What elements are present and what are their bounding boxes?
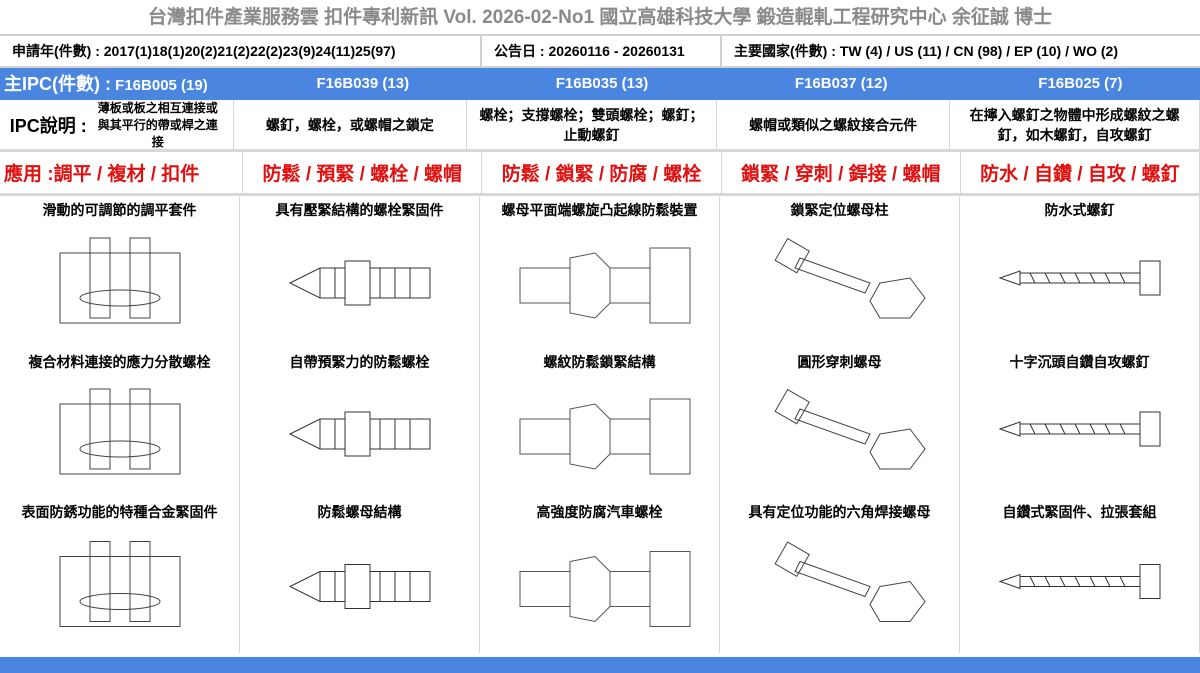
patent-caption: 防水式螺釘 [1044,202,1115,218]
ipc-col-0: 主IPC(件數) : F16B005 (19) [0,68,243,100]
patent-caption: 表面防銹功能的特種合金緊固件 [21,504,218,520]
patent-caption: 十字沉頭自鑽自攻螺釘 [1009,354,1150,370]
patent-cell: 具有壓緊結構的螺栓緊固件 [240,196,480,348]
ipc-desc-3: 螺帽或類似之螺紋接合元件 [717,100,951,149]
ipc-label: 主IPC(件數) : [4,74,111,94]
patent-drawing-icon [59,388,180,475]
patent-cell: 螺母平面端螺旋凸起線防鬆裝置 [480,196,720,348]
app-1: 防鬆 / 預緊 / 螺栓 / 螺帽 [243,152,483,193]
patent-drawing-icon [997,564,1160,599]
bottom-bar [0,657,1200,673]
patent-caption: 自鑽式緊固件、拉張套組 [1002,504,1157,520]
ipc-desc: 薄板或板之相互連接或與其平行的帶或桿之連接 [97,101,218,149]
ipc-desc-2: 螺栓；支撐螺栓；雙頭螺栓；螺釘；止動螺釘 [467,100,717,149]
patent-drawing-icon [519,398,690,475]
patent-cell: 十字沉頭自鑽自攻螺釘 [960,348,1200,498]
app-0: 應用 : 調平 / 複材 / 扣件 [0,152,244,193]
patent-cell: 高強度防腐汽車螺栓 [480,498,720,653]
patent-cell: 自鑽式緊固件、拉張套組 [960,498,1200,653]
patent-cell: 圓形穿刺螺母 [720,348,960,498]
patent-caption: 螺紋防鬆鎖緊結構 [543,354,656,370]
ipc-desc-0: IPC說明 : 薄板或板之相互連接或與其平行的帶或桿之連接 [0,100,234,149]
app-4: 防水 / 自鑽 / 自攻 / 螺釘 [961,152,1200,193]
app-3: 鎖緊 / 穿刺 / 銲接 / 螺帽 [722,152,961,193]
patent-caption: 自帶預緊力的防鬆螺栓 [289,354,430,370]
patent-drawing-icon [288,260,430,306]
patent-drawing-icon [59,541,180,627]
ipc-header-row: 主IPC(件數) : F16B005 (19) F16B039 (13) F16… [0,68,1200,100]
patent-drawing-icon [997,411,1160,447]
patent-caption: 具有定位功能的六角焊接螺母 [748,504,931,520]
publication-date: 公告日 : 20260116 - 20260131 [482,36,722,66]
patent-caption: 螺母平面端螺旋凸起線防鬆裝置 [501,202,698,218]
ipc-desc-row: IPC說明 : 薄板或板之相互連接或與其平行的帶或桿之連接 螺釘，螺栓，或螺帽之鎖… [0,100,1200,152]
ipc-col-4: F16B025 (7) [1038,75,1123,92]
app-text: 調平 / 複材 / 扣件 [53,164,200,185]
patent-drawing-icon [519,247,690,324]
patent-drawing-icon [773,388,926,470]
patent-cell: 防鬆螺母結構 [240,498,480,653]
patent-caption: 複合材料連接的應力分散螺栓 [28,354,211,370]
page-title: 台灣扣件產業服務雲 扣件專利新訊 Vol. 2026-02-No1 國立高雄科技… [0,0,1200,36]
app-2: 防鬆 / 鎖緊 / 防腐 / 螺栓 [482,152,722,193]
main-countries: 主要國家(件數) : TW (4) / US (11) / CN (98) / … [734,43,1118,59]
application-row: 應用 : 調平 / 複材 / 扣件 防鬆 / 預緊 / 螺栓 / 螺帽 防鬆 /… [0,152,1200,196]
info-row: 申請年(件數) : 2017(1)18(1)20(2)21(2)22(2)23(… [0,36,1200,68]
patent-drawing-icon [773,541,926,622]
patent-cell: 複合材料連接的應力分散螺栓 [0,348,240,498]
patent-drawing-icon [288,564,430,609]
patent-cell: 表面防銹功能的特種合金緊固件 [0,498,240,653]
ipc-desc-1: 螺釘，螺栓，或螺帽之鎖定 [234,100,468,149]
patent-caption: 鎖緊定位螺母柱 [790,202,889,218]
patent-drawing-icon [59,237,180,324]
patent-cell: 鎖緊定位螺母柱 [720,196,960,348]
patent-caption: 高強度防腐汽車螺栓 [536,504,663,520]
patent-drawing-icon [997,260,1160,296]
ipc-col-2: F16B035 (13) [555,75,649,92]
ipc-desc-4: 在擰入螺釘之物體中形成螺紋之螺釘，如木螺釘，自攻螺釘 [950,100,1200,149]
patent-cell: 螺紋防鬆鎖緊結構 [480,348,720,498]
patent-caption: 圓形穿刺螺母 [797,354,882,370]
patent-cell: 防水式螺釘 [960,196,1200,348]
app-label: 應用 : [4,164,54,185]
ipc-col-3: F16B037 (12) [794,75,888,92]
patent-drawing-icon [773,237,926,319]
ipc-code: F16B005 (19) [115,77,208,94]
patent-drawing-icon [519,551,690,627]
patent-drawing-icon [288,411,430,457]
patent-caption: 具有壓緊結構的螺栓緊固件 [275,202,444,218]
patent-cell: 具有定位功能的六角焊接螺母 [720,498,960,653]
patent-cell: 自帶預緊力的防鬆螺栓 [240,348,480,498]
patent-caption: 滑動的可調節的調平套件 [42,202,197,218]
patent-cell: 滑動的可調節的調平套件 [0,196,240,348]
ipc-col-1: F16B039 (13) [316,75,410,92]
patent-caption: 防鬆螺母結構 [317,504,402,520]
patent-grid: 滑動的可調節的調平套件 具有壓緊結構的螺栓緊固件 螺母平面端螺旋凸起線防鬆裝置 鎖緊定… [0,196,1200,653]
application-years: 申請年(件數) : 2017(1)18(1)20(2)21(2)22(2)23(… [0,36,482,66]
ipc-desc-label: IPC說明 : [9,115,87,136]
